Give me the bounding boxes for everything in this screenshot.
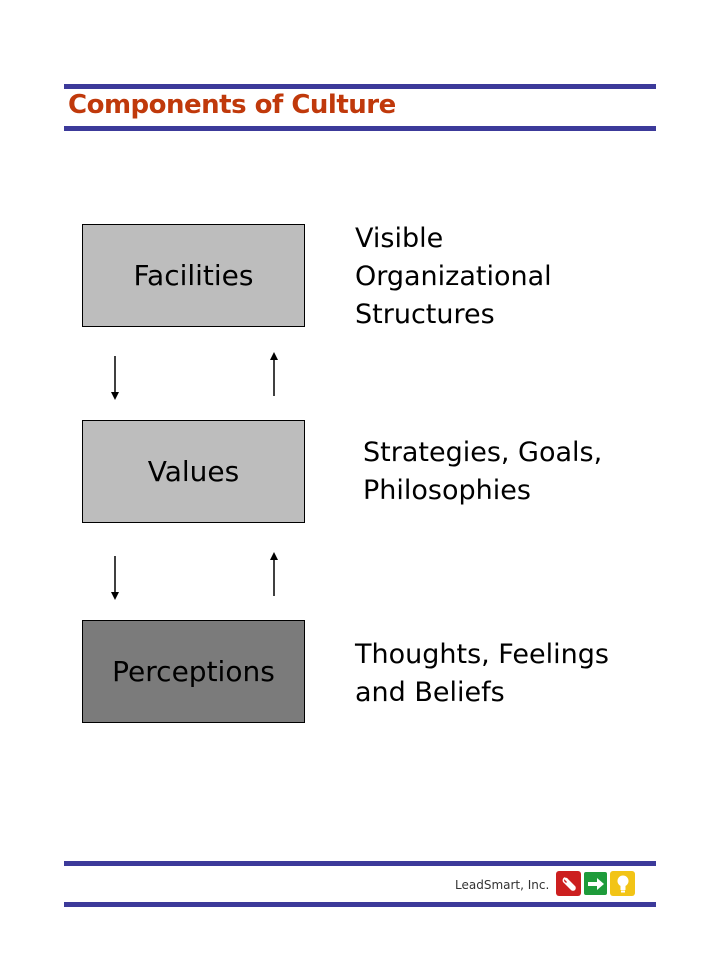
header-rule-top xyxy=(64,84,656,89)
wrench-icon xyxy=(556,871,581,896)
layer-description-values: Strategies, Goals, Philosophies xyxy=(363,434,602,510)
description-line: Thoughts, Feelings xyxy=(355,639,609,670)
header-rule-bottom xyxy=(64,126,656,131)
arrow-right-icon xyxy=(583,871,608,896)
footer-rule-top xyxy=(64,861,656,866)
description-line: Philosophies xyxy=(363,475,531,506)
layer-label-perceptions: Perceptions xyxy=(112,655,275,688)
page-title: Components of Culture xyxy=(68,90,396,120)
description-line: Strategies, Goals, xyxy=(363,437,603,468)
layer-label-values: Values xyxy=(147,455,240,488)
description-line: Visible xyxy=(355,223,444,254)
footer-company: LeadSmart, Inc. xyxy=(455,878,550,892)
description-line: and Beliefs xyxy=(355,677,505,708)
description-line: Organizational xyxy=(355,261,552,292)
description-line: Structures xyxy=(355,299,495,330)
layer-box-facilities: Facilities xyxy=(82,224,305,327)
layer-description-perceptions: Thoughts, Feelings and Beliefs xyxy=(355,636,609,712)
layer-box-values: Values xyxy=(82,420,305,523)
footer-rule-bottom xyxy=(64,902,656,907)
layer-label-facilities: Facilities xyxy=(133,259,254,292)
layer-description-facilities: Visible Organizational Structures xyxy=(355,220,552,334)
layer-box-perceptions: Perceptions xyxy=(82,620,305,723)
lightbulb-icon xyxy=(610,871,635,896)
